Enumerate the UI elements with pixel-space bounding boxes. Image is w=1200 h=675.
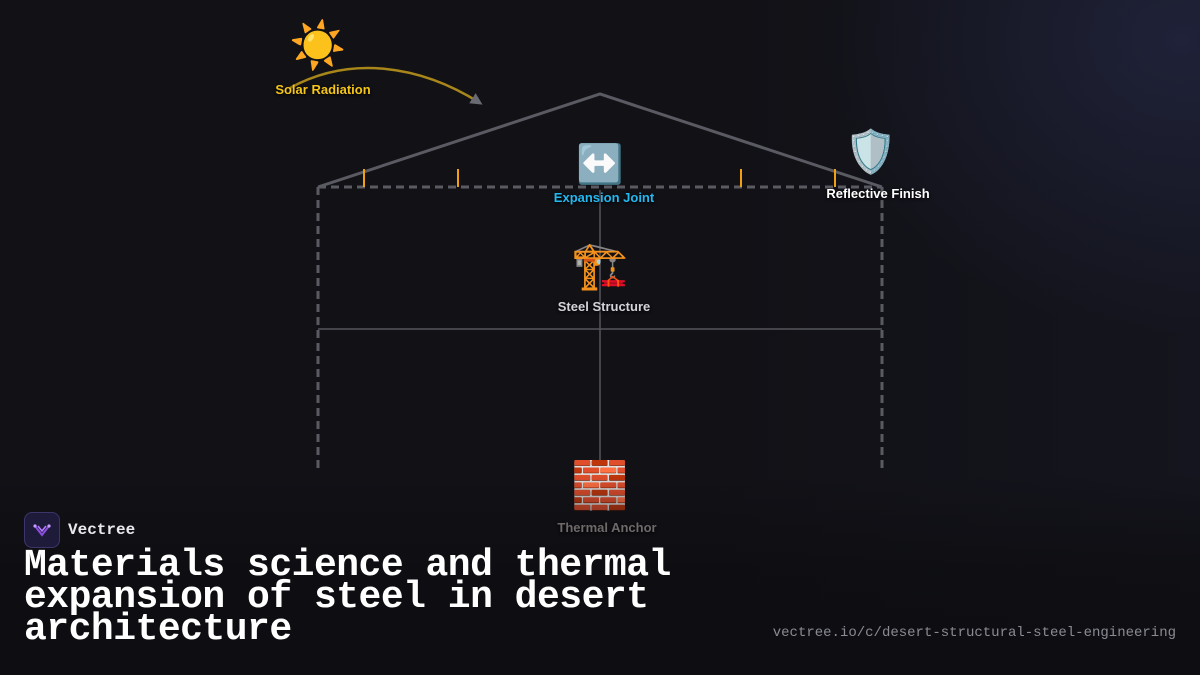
brand: Vectree xyxy=(24,512,135,548)
roof-outline xyxy=(317,92,883,189)
page-title: Materials science and thermal expansion … xyxy=(24,544,671,651)
shield-icon: 🛡️ xyxy=(844,127,898,176)
source-url: vectree.io/c/desert-structural-steel-eng… xyxy=(772,625,1176,641)
sun-icon: ☀️ xyxy=(289,18,347,72)
brand-name: Vectree xyxy=(68,521,136,539)
steel-structure-label: Steel Structure xyxy=(557,299,651,314)
solar-radiation-arrow xyxy=(289,66,483,105)
vectree-logo-icon xyxy=(24,512,60,548)
solar-radiation-label: Solar Radiation xyxy=(275,82,371,97)
expansion-joint-label: Expansion Joint xyxy=(553,190,655,205)
bottom-fade-overlay xyxy=(0,475,1200,675)
construction-crane-icon: 🏗️ xyxy=(571,238,629,292)
left-right-arrow-icon: ↔️ xyxy=(576,142,624,186)
thermal-anchor-label: Thermal Anchor xyxy=(557,520,657,535)
reflective-finish-label: Reflective Finish xyxy=(826,186,930,201)
